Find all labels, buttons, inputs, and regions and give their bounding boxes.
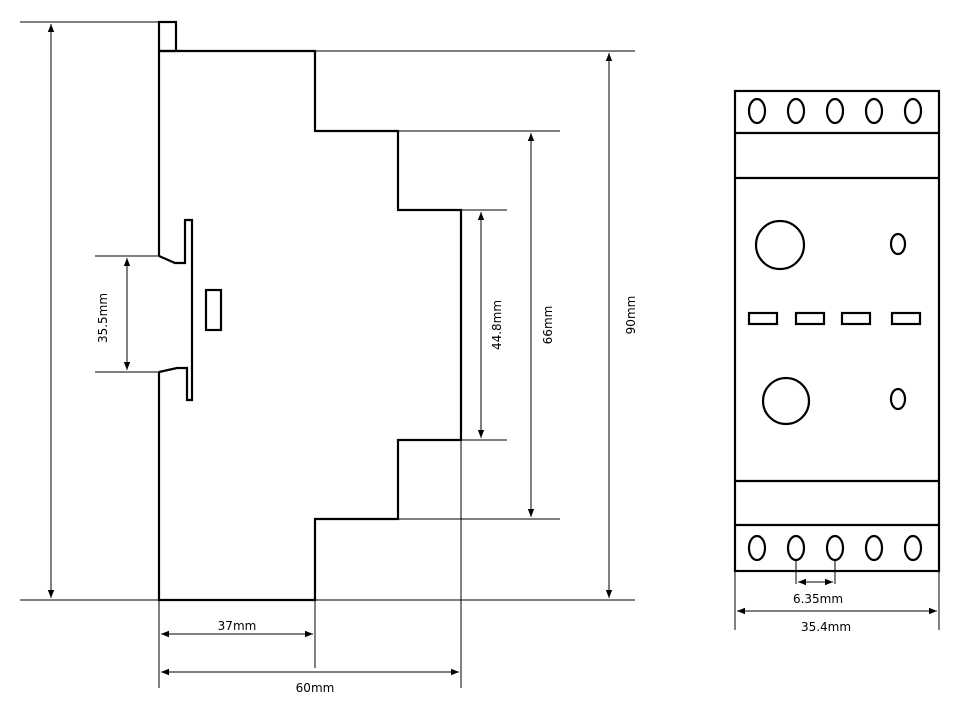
pitch-label: 6.35mm bbox=[793, 592, 843, 606]
front-depth-label: 37mm bbox=[218, 619, 257, 633]
width-label: 35.4mm bbox=[801, 620, 851, 634]
total-depth-label: 60mm bbox=[296, 681, 335, 695]
inner-step-label: 44.8mm bbox=[490, 300, 504, 350]
din-rail-label: 35.5mm bbox=[96, 293, 110, 343]
terminal-screw bbox=[786, 97, 806, 125]
terminal-screw bbox=[786, 534, 806, 562]
top-tab bbox=[157, 20, 178, 53]
side-view: 35.5mm 44.8mm 66mm 90mm 37mm 60mm bbox=[20, 20, 638, 695]
terminal-screw bbox=[825, 534, 845, 562]
terminal-screw bbox=[903, 534, 923, 562]
bottom-terminals bbox=[747, 534, 923, 562]
indicator-top bbox=[889, 232, 907, 256]
terminal-screw bbox=[864, 534, 884, 562]
front-view: 6.35mm 35.4mm bbox=[733, 89, 941, 634]
din-rail-clip bbox=[158, 218, 194, 402]
extension-lines bbox=[20, 21, 635, 688]
adjust-knob-top bbox=[754, 219, 806, 271]
led bbox=[794, 311, 826, 326]
led bbox=[747, 311, 779, 326]
terminal-screw bbox=[747, 534, 767, 562]
terminal-screw bbox=[864, 97, 884, 125]
terminal-screw bbox=[903, 97, 923, 125]
led bbox=[840, 311, 872, 326]
middle-step-label: 66mm bbox=[541, 306, 555, 345]
top-terminals bbox=[747, 97, 923, 125]
adjust-knob-bottom bbox=[761, 376, 811, 426]
side-profile-outline bbox=[157, 49, 463, 602]
terminal-screw bbox=[825, 97, 845, 125]
height-label: 90mm bbox=[624, 296, 638, 335]
led-row bbox=[747, 311, 922, 326]
front-outline bbox=[733, 89, 941, 573]
clip-slot bbox=[204, 288, 223, 332]
terminal-screw bbox=[747, 97, 767, 125]
indicator-bottom bbox=[889, 387, 907, 411]
led bbox=[890, 311, 922, 326]
